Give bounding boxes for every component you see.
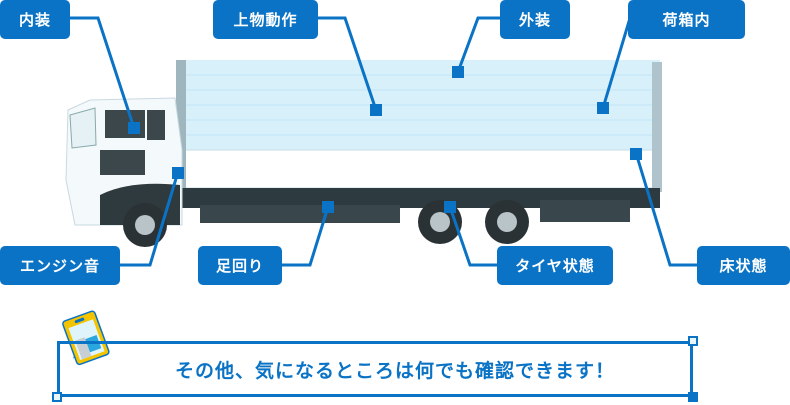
- marker-interior: [128, 122, 140, 134]
- label-engine-sound: エンジン音: [0, 246, 120, 285]
- corner-br: [688, 392, 698, 402]
- label-interior: 内装: [0, 0, 70, 39]
- banner-text: その他、気になるところは何でも確認できます！: [174, 359, 615, 382]
- banner: その他、気になるところは何でも確認できます！: [57, 341, 693, 397]
- marker-body-operation: [370, 104, 382, 116]
- label-exterior: 外装: [500, 0, 570, 39]
- label-undercarriage: 足回り: [198, 246, 282, 285]
- wheels: [123, 200, 529, 247]
- marker-cargo-inside: [597, 102, 609, 114]
- marker-engine: [172, 167, 184, 179]
- label-tire-condition: タイヤ状態: [497, 246, 613, 285]
- marker-tire: [444, 201, 456, 213]
- label-floor-condition: 床状態: [697, 246, 790, 285]
- marker-floor: [630, 148, 642, 160]
- marker-exterior: [452, 66, 464, 78]
- label-cargo-inside: 荷箱内: [628, 0, 745, 39]
- label-body-operation: 上物動作: [213, 0, 318, 39]
- marker-undercarriage: [322, 201, 334, 213]
- corner-bl: [52, 392, 62, 402]
- corner-tr: [688, 336, 698, 346]
